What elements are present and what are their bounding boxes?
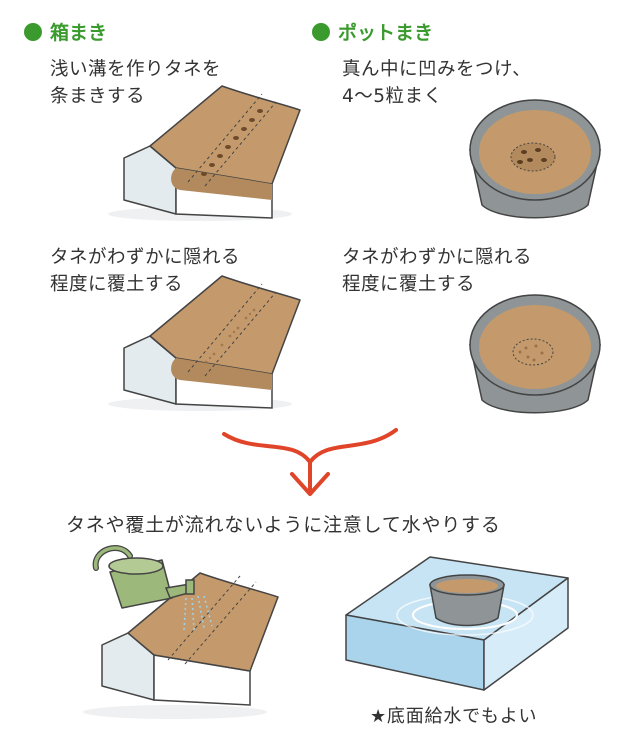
box-sowing-heading: 箱まき (24, 18, 107, 45)
box-step2-caption: タネがわずかに隠れる 程度に覆土する (50, 244, 240, 298)
caption-line: 条まきする (50, 86, 146, 107)
box-sowing-title: 箱まき (50, 22, 108, 44)
pot-sowing-heading: ポットまき (312, 18, 433, 45)
caption-line: タネがわずかに隠れる (342, 247, 533, 268)
caption-line: 真ん中に凹みをつけ、 (342, 59, 532, 80)
caption-line: 浅い溝を作りタネを (50, 59, 222, 80)
caption-line: 程度に覆土する (342, 274, 476, 295)
pot-sowing-title: ポットまき (338, 22, 434, 44)
caption-line: 4〜5粒まく (342, 86, 443, 107)
pot-step1-caption: 真ん中に凹みをつけ、 4〜5粒まく (342, 56, 531, 110)
pot-step2-caption: タネがわずかに隠れる 程度に覆土する (342, 244, 532, 298)
watering-caption: タネや覆土が流れないように注意して水やりする (66, 514, 501, 536)
caption-line: タネがわずかに隠れる (50, 247, 241, 268)
bottom-watering-note: ★底面給水でもよい (370, 706, 538, 727)
box-step1-caption: 浅い溝を作りタネを 条まきする (50, 56, 221, 110)
bullet-dot-icon (24, 22, 42, 41)
caption-line: 程度に覆土する (50, 274, 184, 295)
bullet-dot-icon (312, 22, 330, 41)
